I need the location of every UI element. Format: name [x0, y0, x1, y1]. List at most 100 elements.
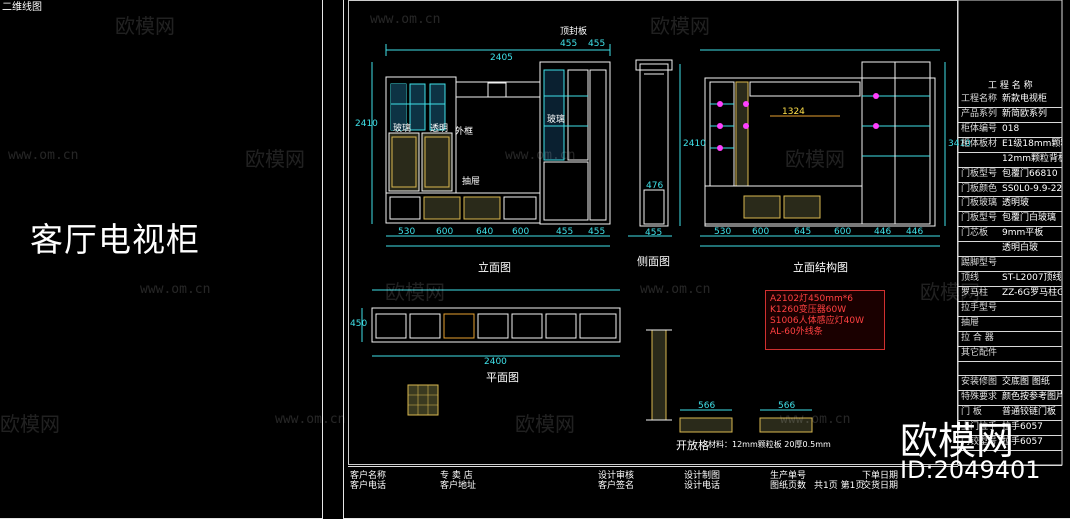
title-block-row: 特殊要求颜色按参考图片: [958, 390, 1062, 407]
title-block-value: SS0L0-9.9-22迪斯: [1002, 183, 1062, 194]
dim-front-b1: 600: [436, 227, 454, 237]
dim-struct-b0: 530: [714, 227, 732, 237]
title-block-key: 门板玻璃: [961, 198, 998, 209]
watermark-url: www.om.cn: [140, 282, 211, 297]
lighting-notes: A2102灯450mm*6 K1260变压器60W S1006人体感应灯40W …: [765, 290, 885, 350]
dim-side-top: 455: [645, 228, 663, 238]
note-line: A2102灯450mm*6: [770, 294, 853, 304]
dim-front-height: 2410: [355, 119, 378, 129]
dim-side-height: 2410: [683, 139, 706, 149]
title-block-key: 拉 合 器: [961, 332, 994, 343]
watermark-brand: 欧模网: [385, 280, 445, 304]
title-block-key: 安装修图: [961, 377, 998, 388]
title-block-key: 罗马柱: [961, 287, 989, 298]
title-block-row: 安装修图交底图 图纸: [958, 375, 1062, 392]
title-block-value: 包覆门66810: [1002, 168, 1058, 179]
bt-delivery-date: 交货日期: [862, 481, 899, 491]
dim-open-w-2: 566: [778, 401, 796, 411]
dim-struct-b4: 446: [874, 227, 892, 237]
plan-view: [361, 289, 621, 357]
title-block-key: 工程名称: [961, 94, 998, 104]
bt-design-review: 设计审核: [598, 471, 635, 481]
watermark-url: www.om.cn: [8, 148, 79, 163]
title-block-row: 门板型号包覆门66810: [958, 167, 1062, 183]
dim-plan-d: 450: [350, 319, 368, 329]
title-block-value: 12mm颗粒背板: [1002, 153, 1062, 164]
dim-struct-b5: 446: [906, 227, 924, 237]
watermark-url: www.om.cn: [780, 412, 851, 427]
bt-order-date: 下单日期: [862, 471, 899, 481]
title-block-key: 其它配件: [961, 347, 998, 358]
title-block-key: 门 板: [961, 407, 982, 418]
view-title-front: 立面图: [478, 261, 511, 274]
bt-page-of: 共1页 第1页: [814, 481, 865, 491]
structure-view: [700, 49, 946, 247]
title-block-row: [958, 361, 1062, 377]
title-block-value: 普通铰链门板: [1002, 407, 1057, 418]
title-block-value: 交底图 图纸: [1002, 377, 1050, 388]
dim-struct-b1: 600: [752, 227, 770, 237]
left-panel-title: 客厅电视柜: [30, 220, 200, 259]
title-block-value: 透明白玻: [1002, 243, 1039, 254]
title-block-key: 踢脚型号: [961, 258, 998, 269]
bt-page-count: 图纸页数: [770, 481, 807, 491]
bt-order-no: 生产单号: [770, 471, 807, 481]
title-block-key: 门板型号: [961, 168, 998, 179]
dim-top-b: 455: [588, 39, 606, 49]
bt-customer-name: 客户名称: [350, 471, 387, 481]
dim-top-a: 455: [560, 39, 578, 49]
watermark-brand: 欧模网: [920, 280, 980, 304]
title-block-value: E1级18mm颗粒板: [1002, 138, 1062, 149]
bt-design-phone: 设计电话: [684, 481, 721, 491]
bottom-info-table: 客户名称 专 卖 店 设计审核 设计制图 生产单号 下单日期 客户电话 客户地址…: [348, 466, 958, 491]
dim-struct-h: 3410: [948, 139, 971, 149]
title-block-row: 上门拉手拉手6057: [958, 420, 1062, 437]
view-title-side: 侧面图: [637, 255, 670, 268]
title-block-row: 其它配件: [958, 346, 1062, 362]
title-block-row: 拉 合 器: [958, 331, 1062, 347]
title-block-value: 新简欧系列: [1002, 108, 1048, 119]
dim-front-b5: 455: [588, 227, 606, 237]
title-block-value: 拉手6057: [1002, 437, 1043, 448]
title-block-value: 颜色按参考图片: [1002, 392, 1062, 403]
bt-customer-sign: 客户签名: [598, 481, 635, 491]
bt-design-draw: 设计制图: [684, 471, 721, 481]
title-block-row: 抽屉: [958, 316, 1062, 332]
title-block-row: [958, 450, 1062, 466]
title-block-key: 门板型号: [961, 213, 998, 224]
dim-front-b0: 530: [398, 227, 416, 237]
title-block-row: 工程名称新款电视柜: [958, 92, 1062, 108]
note-line: AL-60外线条: [770, 327, 823, 337]
label-glass-left: 玻璃: [393, 124, 412, 134]
title-block-value: 包覆门白玻璃: [1002, 213, 1057, 224]
dim-front-b3: 600: [512, 227, 530, 237]
watermark-url: www.om.cn: [370, 12, 441, 27]
note-line: K1260变压器60W: [770, 305, 847, 315]
label-glass-mid: 透明: [430, 124, 449, 134]
title-block-row: 踢脚型号: [958, 256, 1062, 273]
dim-side-mid: 476: [646, 181, 664, 191]
view-title-plan: 平面图: [486, 371, 519, 384]
bt-customer-phone: 客户电话: [350, 481, 387, 491]
title-block-row: 门铰型号拉手6057: [958, 435, 1062, 452]
title-block-row: 拉手型号: [958, 301, 1062, 317]
title-block-value: ZZ-6G罗马柱G6: [1002, 287, 1062, 298]
title-block-key: 产品系列: [961, 108, 998, 119]
title-block-key: 抽屉: [961, 317, 980, 328]
view-title-structure: 立面结构图: [793, 261, 848, 274]
brand-name: 欧模网: [900, 419, 1015, 463]
label-top-note: 顶封板: [560, 27, 588, 37]
bt-store: 专 卖 店: [440, 471, 473, 481]
note-line: S1006人体感应灯40W: [770, 316, 864, 326]
title-block-key: 门芯板: [961, 228, 989, 239]
dim-plan-total: 2400: [484, 357, 507, 367]
watermark-brand: 欧模网: [650, 14, 710, 38]
label-frame-note: 外框: [455, 127, 474, 137]
title-block-row: 透明白玻: [958, 241, 1062, 258]
title-block-value: 拉手6057: [1002, 422, 1043, 433]
